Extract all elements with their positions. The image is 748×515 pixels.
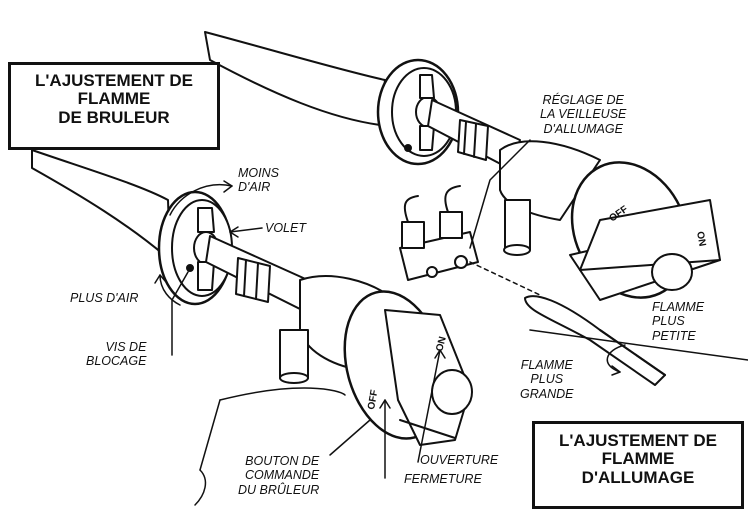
label-ouverture: OUVERTURE [420, 453, 498, 467]
fermeture-text: FERMETURE [404, 472, 482, 486]
annotation-arrows [154, 139, 626, 479]
burner-title-line-1: L'AJUSTEMENT DE [35, 71, 193, 90]
front-burner [31, 149, 473, 446]
flamme-grande-line-1: FLAMME [520, 358, 573, 372]
vis-blocage-line-2: BLOCAGE [86, 354, 147, 369]
pilot-manifold [399, 185, 541, 296]
label-reglage-veilleuse: RÉGLAGE DE LA VEILLEUSE D'ALLUMAGE [540, 93, 626, 136]
burner-adjustment-title: L'AJUSTEMENT DE FLAMME DE BRULEUR [8, 62, 220, 150]
front-knob-off-mark: OFF [366, 389, 380, 411]
pilot-title-line-3: D'ALLUMAGE [581, 467, 695, 487]
pilot-title-line-2: FLAMME [601, 449, 675, 469]
surface-outline [194, 329, 748, 506]
label-flamme-plus-grande: FLAMME PLUS GRANDE [520, 358, 573, 401]
flamme-grande-line-3: GRANDE [520, 386, 574, 401]
volet-text: VOLET [265, 221, 306, 235]
label-vis-blocage: VIS DE BLOCAGE [86, 340, 146, 369]
burner-title-line-3: DE BRULEUR [58, 107, 170, 127]
back-burner [204, 31, 721, 301]
moins-air-line-1: MOINS [238, 166, 279, 180]
back-knob-on-mark: ON [694, 231, 707, 248]
pilot-title-line-1: L'AJUSTEMENT DE [559, 431, 717, 450]
plus-air-text: PLUS D'AIR [70, 291, 139, 305]
label-flamme-plus-petite: FLAMME PLUS PETITE [652, 300, 704, 343]
vis-blocage-line-1: VIS DE [105, 340, 147, 354]
burner-title-line-2: FLAMME [77, 89, 151, 109]
flamme-petite-line-1: FLAMME [652, 300, 705, 314]
label-fermeture: FERMETURE [404, 472, 482, 486]
bouton-line-3: DU BRÛLEUR [238, 482, 320, 497]
screwdriver [524, 295, 666, 386]
bouton-line-1: BOUTON DE [245, 454, 320, 468]
flamme-petite-line-3: PETITE [652, 328, 696, 343]
reglage-line-1: RÉGLAGE DE [542, 93, 624, 107]
reglage-line-2: LA VEILLEUSE [540, 107, 627, 122]
label-moins-air: MOINS D'AIR [238, 166, 279, 195]
label-volet: VOLET [265, 221, 306, 235]
reglage-line-3: D'ALLUMAGE [543, 121, 623, 136]
label-plus-air: PLUS D'AIR [70, 291, 138, 305]
flamme-petite-line-2: PLUS [652, 314, 685, 329]
pilot-adjustment-title: L'AJUSTEMENT DE FLAMME D'ALLUMAGE [532, 421, 744, 509]
bouton-line-2: COMMANDE [244, 468, 320, 483]
front-knob-on-mark: ON [434, 335, 449, 352]
flamme-grande-line-2: PLUS [530, 372, 564, 387]
ouverture-text: OUVERTURE [420, 453, 499, 467]
moins-air-line-2: D'AIR [238, 180, 271, 195]
label-bouton-commande: BOUTON DE COMMANDE DU BRÛLEUR [238, 454, 319, 497]
